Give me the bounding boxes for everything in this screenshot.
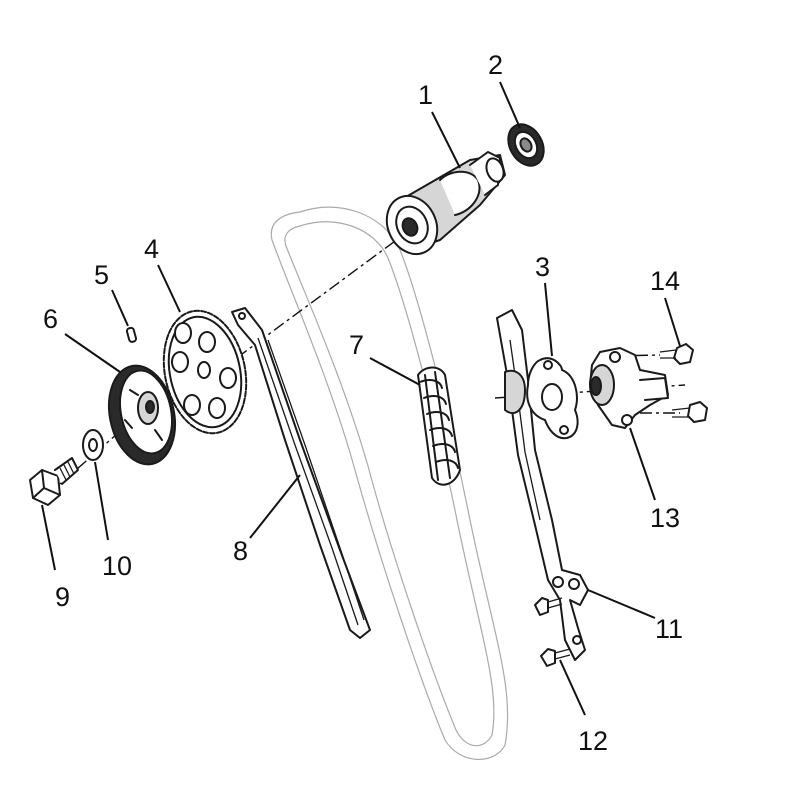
- leader-lines: [41, 81, 681, 716]
- callout-5: 5: [94, 260, 109, 290]
- callout-1: 1: [418, 80, 433, 110]
- bolt-part-14: [659, 343, 708, 423]
- callout-7: 7: [349, 330, 364, 360]
- callout-12: 12: [578, 726, 608, 756]
- callout-8: 8: [233, 536, 248, 566]
- dowel-pin-part-5: [125, 326, 138, 343]
- chain-guide-part-8: [231, 307, 371, 639]
- callout-14: 14: [650, 266, 680, 296]
- callout-6: 6: [43, 304, 58, 334]
- timing-chain-loop: [270, 206, 509, 760]
- bolt-part-9: [29, 457, 79, 506]
- callout-2: 2: [488, 50, 503, 80]
- plate-part-6: [108, 364, 176, 466]
- chain-tensioner-part-13: [589, 347, 669, 429]
- callout-9: 9: [55, 582, 70, 612]
- callout-13: 13: [650, 503, 680, 533]
- callout-10: 10: [102, 551, 132, 581]
- timing-chain-part-7: [417, 366, 461, 486]
- callout-4: 4: [144, 234, 159, 264]
- washer-part-10: [82, 429, 104, 461]
- callout-labels: 1 2 3 4 5 6 7 8 9 10 11 12 13 14: [43, 50, 683, 756]
- bearing-part-2: [507, 123, 545, 167]
- bolt-part-12: [534, 597, 571, 667]
- camshaft-part-1: [385, 151, 506, 256]
- gasket-part-3: [526, 357, 579, 440]
- callout-3: 3: [535, 252, 550, 282]
- callout-11: 11: [655, 614, 683, 644]
- tensioner-arm-part-11: [496, 309, 589, 661]
- cam-sprocket-part-4: [162, 309, 248, 435]
